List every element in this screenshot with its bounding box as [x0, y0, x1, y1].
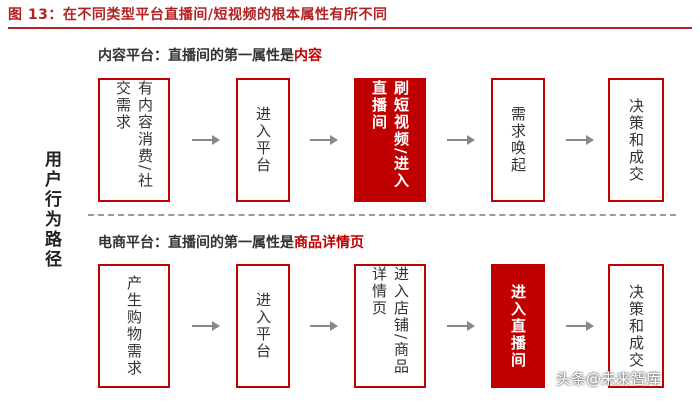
step-box: 决策和成交 [608, 264, 664, 388]
arrow-right-icon [192, 135, 220, 145]
step-box-highlighted: 进入直播间 [491, 264, 545, 388]
step-text: 有内容消费/社交需求 [114, 80, 154, 190]
section-title-highlight: 内容 [294, 48, 322, 64]
side-label: 用户行为路径 [41, 150, 61, 270]
arrow-right-icon [566, 135, 594, 145]
step-text: 进入直播间 [509, 283, 527, 369]
step-text: 进入平台 [254, 292, 272, 360]
arrow-right-icon [566, 321, 594, 331]
arrow-right-icon [310, 135, 338, 145]
title-rule [8, 27, 692, 29]
step-box: 进入平台 [236, 78, 290, 202]
step-box: 产生购物需求 [98, 264, 170, 388]
section-title-prefix: 内容平台：直播间的第一属性是 [98, 48, 294, 64]
step-text: 进入店铺/商品详情页 [370, 266, 410, 376]
step-box: 进入店铺/商品详情页 [354, 264, 426, 388]
step-box: 需求唤起 [491, 78, 545, 202]
watermark: 头条@未来智库 [556, 370, 662, 388]
step-text: 需求唤起 [509, 106, 527, 174]
section-divider [88, 214, 676, 216]
step-box: 有内容消费/社交需求 [98, 78, 170, 202]
step-text: 决策和成交 [627, 97, 645, 183]
section-title-ecommerce-platform: 电商平台：直播间的第一属性是商品详情页 [98, 232, 364, 252]
step-box: 进入平台 [236, 264, 290, 388]
step-text: 刷短视频/进入直播间 [370, 80, 410, 190]
arrow-right-icon [447, 135, 475, 145]
step-box: 决策和成交 [608, 78, 664, 202]
figure-title: 图 13：在不同类型平台直播间/短视频的根本属性有所不同 [8, 7, 388, 23]
section-title-highlight: 商品详情页 [294, 235, 364, 251]
arrow-right-icon [310, 321, 338, 331]
step-text: 决策和成交 [627, 283, 645, 369]
arrow-right-icon [192, 321, 220, 331]
step-text: 产生购物需求 [125, 275, 143, 377]
step-text: 进入平台 [254, 106, 272, 174]
step-box-highlighted: 刷短视频/进入直播间 [354, 78, 426, 202]
section-title-content-platform: 内容平台：直播间的第一属性是内容 [98, 45, 322, 65]
section-title-prefix: 电商平台：直播间的第一属性是 [98, 235, 294, 251]
arrow-right-icon [447, 321, 475, 331]
